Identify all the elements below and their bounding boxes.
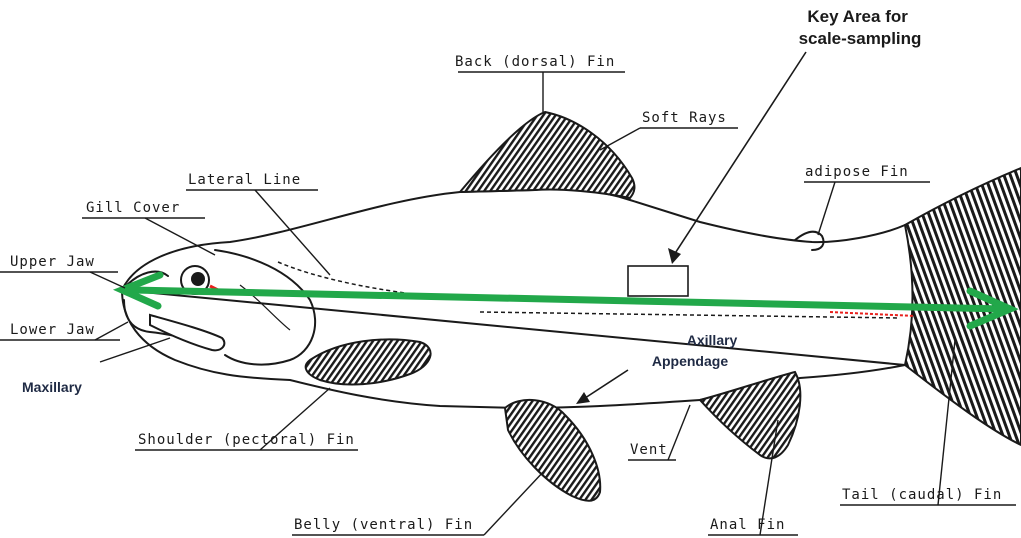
lateral-line-label: Lateral Line: [188, 172, 301, 188]
upper-jaw-label: Upper Jaw: [10, 254, 95, 270]
scale-sampling-box: [628, 266, 688, 296]
pectoral-fin: [306, 339, 431, 384]
pupil: [191, 272, 205, 286]
tail-fin-label: Tail (caudal) Fin: [842, 487, 1002, 503]
anal-fin-label: Anal Fin: [710, 517, 785, 533]
gill-cover-label: Gill Cover: [86, 200, 180, 216]
vent-label: Vent: [630, 442, 668, 458]
maxillary-leader: [100, 338, 170, 362]
maxillary-label: Maxillary: [22, 379, 82, 395]
axillary-leader: [582, 370, 628, 400]
key-area-label: Key Area for scale-sampling: [799, 7, 922, 48]
back-fin-label: Back (dorsal) Fin: [455, 54, 615, 70]
lateral-line: [278, 262, 900, 318]
soft-rays-label: Soft Rays: [642, 110, 727, 126]
anal-fin: [700, 372, 800, 458]
length-arrow: [122, 275, 1010, 326]
belly-fin-label: Belly (ventral) Fin: [294, 517, 473, 533]
adipose-fin-label: adipose Fin: [805, 164, 909, 180]
shoulder-fin-label: Shoulder (pectoral) Fin: [138, 432, 355, 448]
lateral-line-red-mark: [830, 312, 915, 316]
lower-jaw-label: Lower Jaw: [10, 322, 95, 338]
ventral-fin: [505, 400, 600, 501]
key-area-leader: [672, 52, 806, 258]
axillary-label: Axillary Appendage: [652, 332, 741, 369]
key-area-arrowhead: [668, 248, 681, 264]
axillary-arrowhead: [576, 392, 590, 404]
dorsal-fin: [460, 112, 634, 198]
